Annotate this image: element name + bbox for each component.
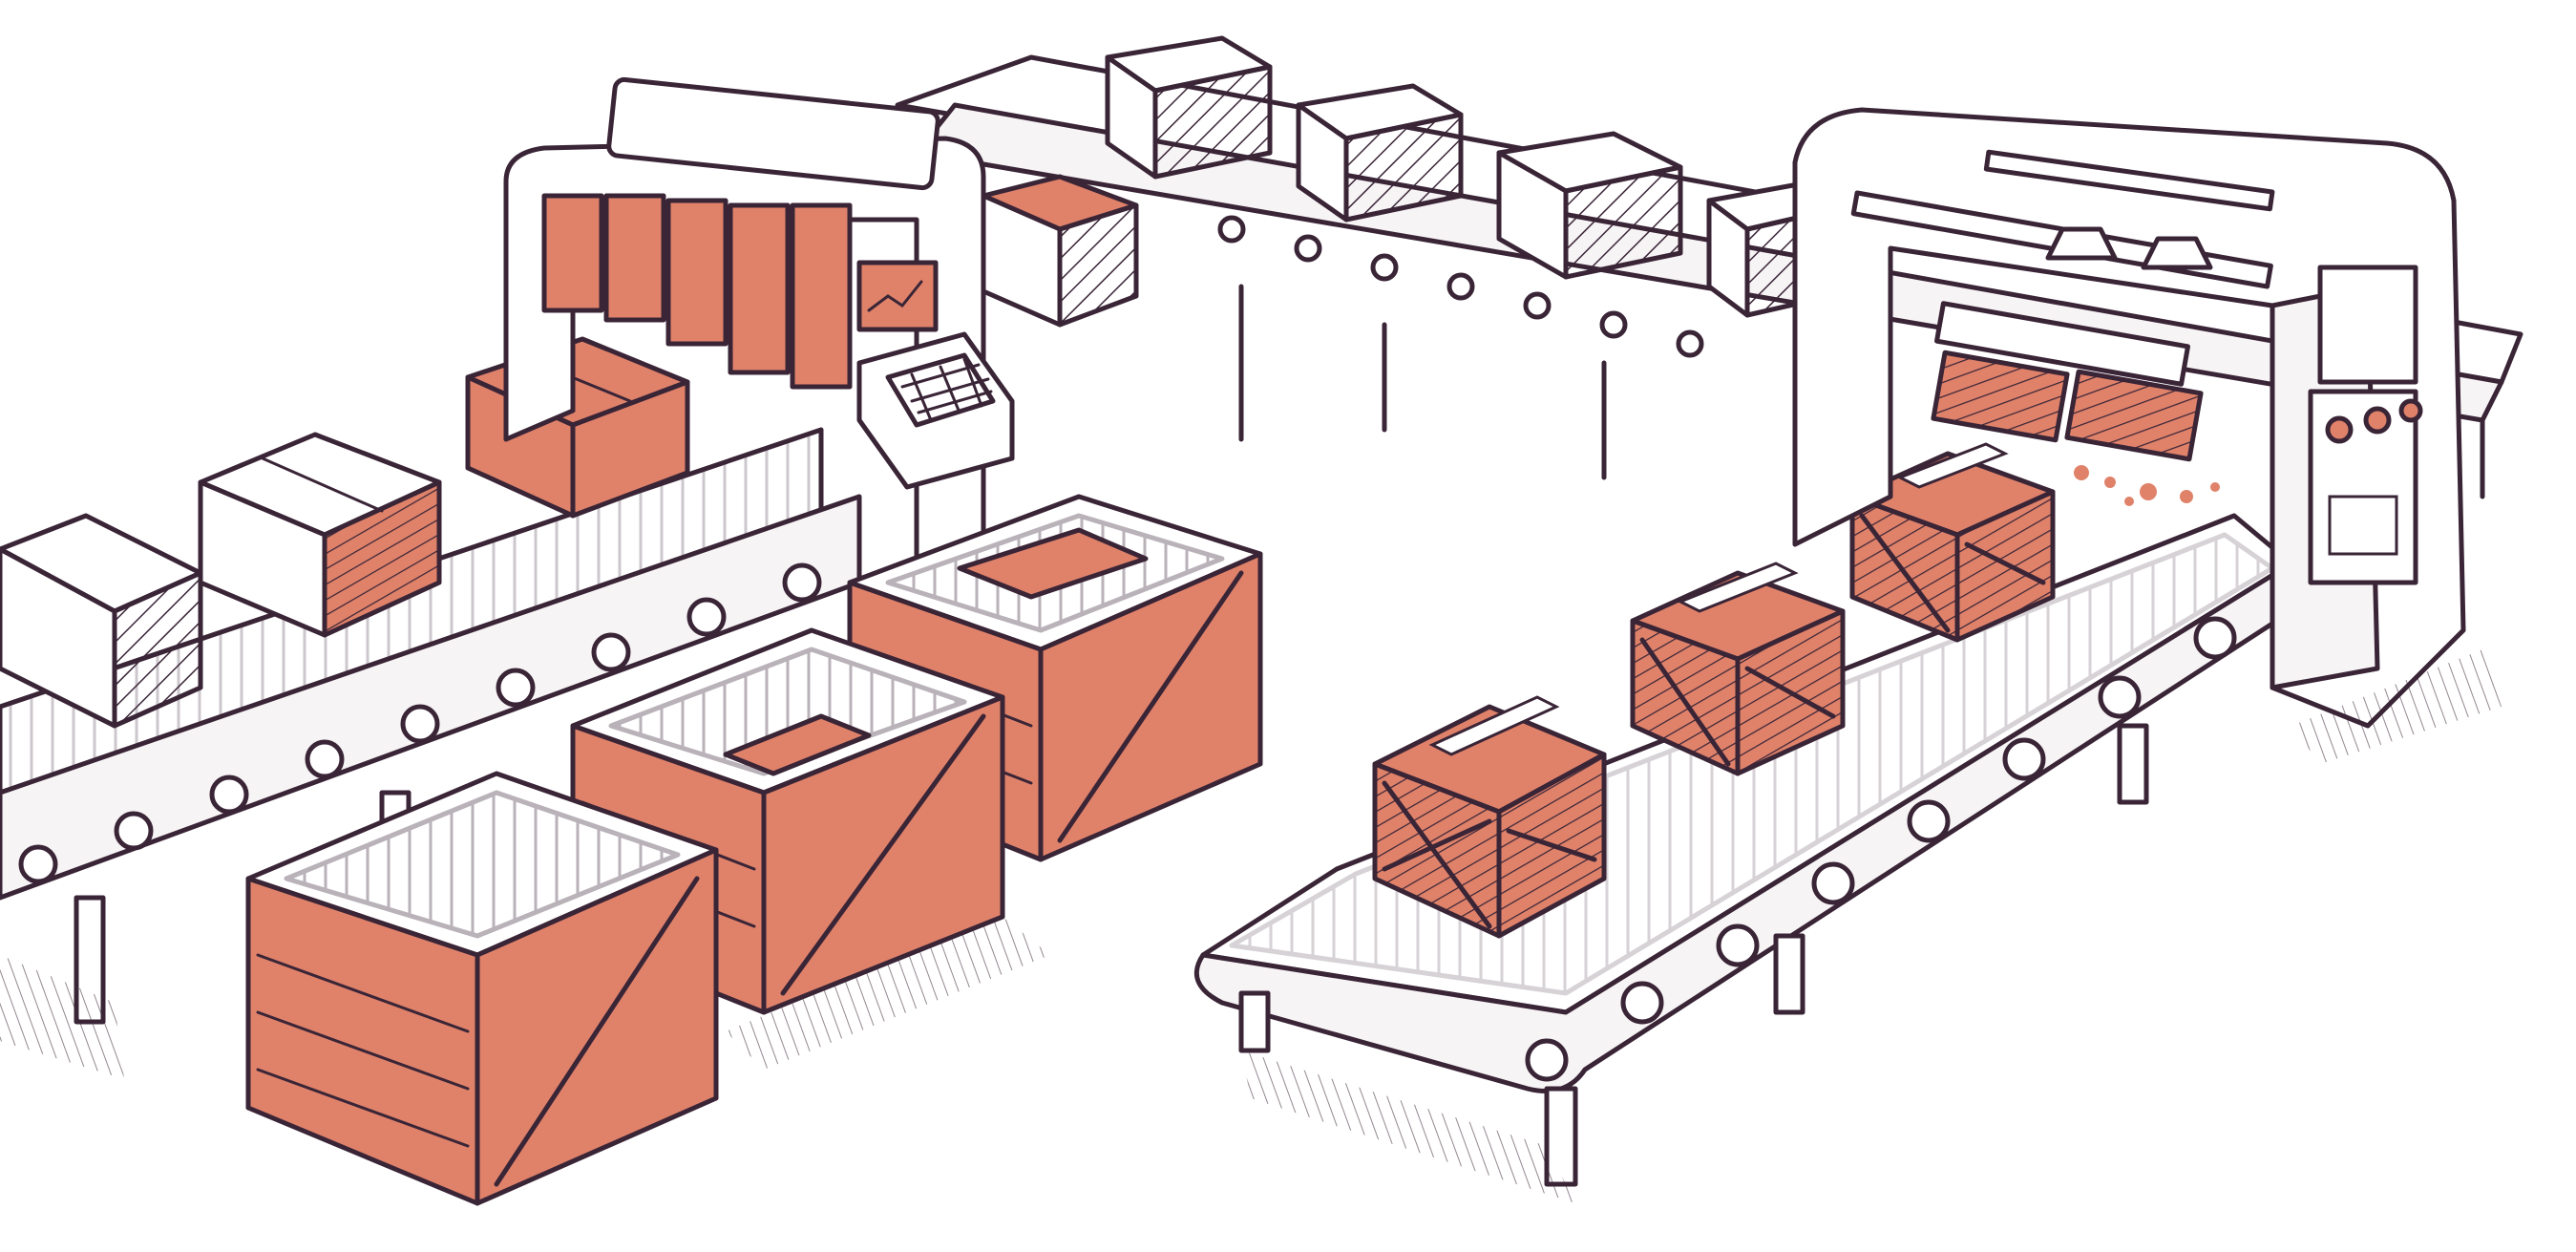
- right-conveyor-rollers: [1525, 616, 2237, 1082]
- control-panel: [2308, 389, 2423, 585]
- control-knob-1: [2325, 415, 2354, 444]
- scanner-waveform: [867, 280, 923, 312]
- wrapped-box-3: [1849, 442, 2056, 643]
- scanner-box: [981, 174, 1139, 328]
- back-box-2: [1296, 83, 1464, 223]
- scanner-curtain: [541, 193, 853, 390]
- wrapped-box-1: [1372, 695, 1607, 939]
- keypad-grid: [900, 357, 993, 422]
- wrapped-box-2: [1630, 562, 1846, 776]
- ground-shadows: [0, 649, 2502, 1203]
- keypad-console: [856, 331, 1015, 490]
- back-box-1: [1105, 35, 1273, 180]
- brush-roller: [1931, 301, 2204, 462]
- machine-screen: [2317, 265, 2418, 385]
- wrapping-machine: [1792, 107, 2466, 729]
- back-conveyor-rollers: [1217, 215, 1704, 358]
- left-conveyor-rollers: [18, 562, 822, 884]
- spray-nozzles: [2045, 226, 2213, 270]
- control-knob-2: [2363, 406, 2392, 435]
- back-conveyor-legs: [1238, 284, 2485, 499]
- control-knob-3: [2398, 398, 2423, 423]
- scanner-monitor: [856, 260, 939, 332]
- control-vent: [2328, 495, 2398, 556]
- crate-front: [245, 771, 719, 1206]
- left-box-2: [198, 432, 442, 638]
- back-box-3: [1496, 131, 1683, 280]
- debris-particles: [2074, 465, 2220, 506]
- left-box-1: [0, 513, 203, 729]
- left-conveyor: [0, 427, 862, 1025]
